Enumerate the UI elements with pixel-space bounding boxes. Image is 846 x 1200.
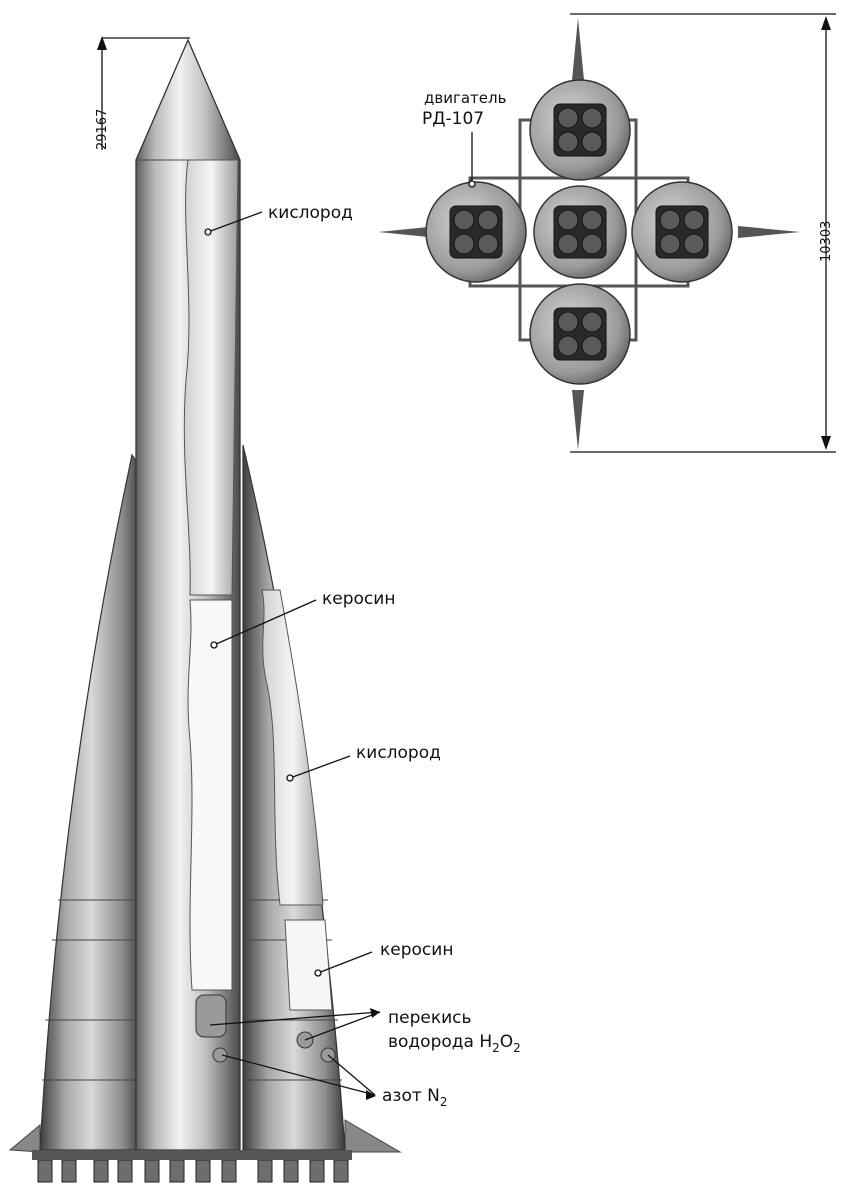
core-kerosene-tank-cutaway bbox=[187, 599, 233, 991]
peroxide-label-line2: водорода H2O2 bbox=[388, 1032, 521, 1055]
engine-chambers bbox=[449, 103, 709, 361]
height-dimension-label: 29167 bbox=[95, 109, 110, 150]
left-fin bbox=[8, 1123, 41, 1153]
span-dimension-label: 10303 bbox=[819, 221, 834, 262]
engine-label-line2: РД-107 bbox=[422, 109, 484, 129]
span-dimension: 10303 bbox=[570, 13, 836, 453]
oxygen-booster-label: кислород bbox=[356, 743, 441, 763]
base-ring bbox=[32, 1150, 352, 1160]
rocket-bottom-view: двигатель РД-107 bbox=[378, 18, 800, 450]
height-dimension: 29167 bbox=[95, 36, 190, 150]
kerosene-core-label: керосин bbox=[322, 589, 395, 609]
nozzles bbox=[37, 1159, 349, 1183]
left-spike bbox=[378, 226, 438, 238]
booster-kerosene-tank-cutaway bbox=[284, 919, 333, 1011]
kerosene-booster-label: керосин bbox=[380, 940, 453, 960]
side-view-labels: кислород керосин кислород керосин переки… bbox=[204, 203, 521, 1109]
small-tanks bbox=[195, 994, 336, 1063]
rocket-side-view bbox=[8, 38, 402, 1183]
booster-oxygen-tank-cutaway bbox=[261, 589, 324, 906]
oxygen-core-label: кислород bbox=[268, 203, 353, 223]
right-fin bbox=[344, 1119, 402, 1153]
peroxide-label-line1: перекись bbox=[388, 1008, 472, 1028]
left-booster bbox=[39, 453, 143, 1151]
top-spike bbox=[572, 18, 584, 80]
right-spike bbox=[738, 226, 800, 238]
engine-label-line1: двигатель bbox=[424, 89, 506, 107]
nitrogen-label: азот N2 bbox=[382, 1086, 448, 1109]
core-oxygen-tank-cutaway bbox=[183, 159, 239, 596]
bottom-spike bbox=[572, 390, 584, 450]
